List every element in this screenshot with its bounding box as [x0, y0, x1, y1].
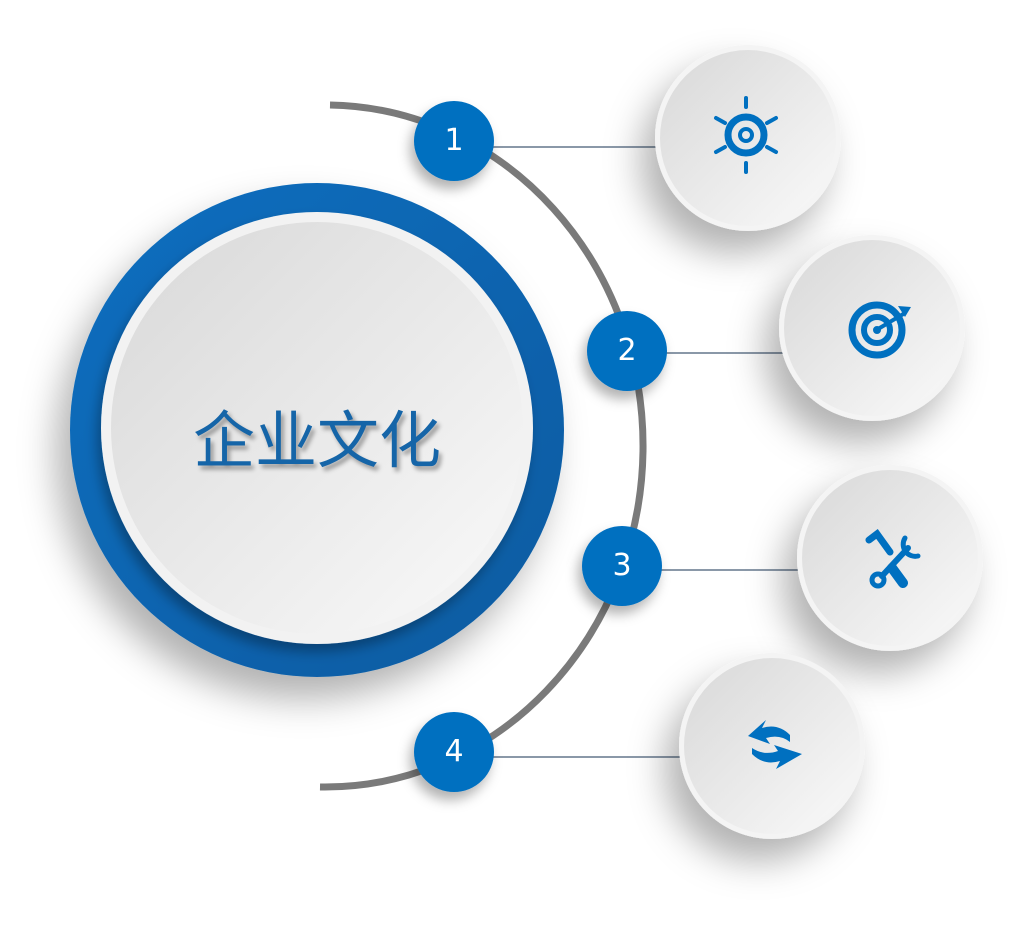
tools-icon: [865, 529, 921, 589]
icon-circle-4: [679, 653, 865, 839]
center-circle: [70, 183, 564, 677]
refresh-arrows-icon: [748, 720, 802, 769]
step-number-3: 3: [612, 548, 632, 583]
step-badge-4: [414, 712, 494, 792]
icon-circle-1: [655, 45, 841, 231]
center-title: 企业文化: [192, 404, 441, 477]
step-number-1: 1: [444, 123, 464, 158]
step-badge-1: [414, 101, 494, 181]
icon-circle-3: [797, 465, 983, 651]
step-number-4: 4: [444, 734, 464, 769]
icon-circle-2: [779, 235, 965, 421]
ship-wheel-icon: [714, 96, 778, 174]
step-badges: [414, 101, 667, 792]
step-badge-2: [587, 311, 667, 391]
target-icon: [848, 301, 911, 359]
step-number-2: 2: [617, 333, 637, 368]
step-badge-3: [582, 526, 662, 606]
